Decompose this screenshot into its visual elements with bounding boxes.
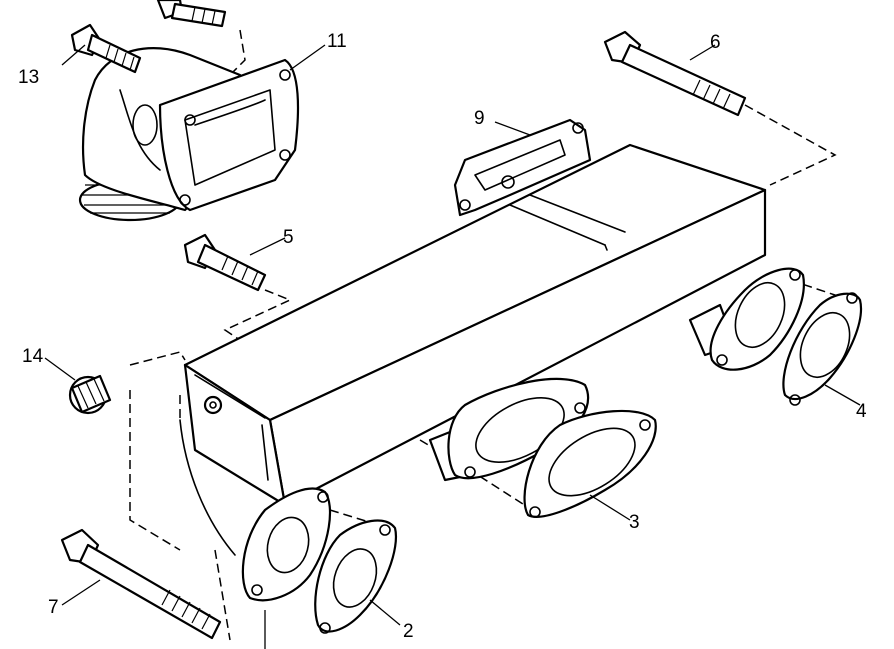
callout-14: 14 — [22, 346, 44, 367]
outlet-elbow-11 — [78, 47, 300, 222]
plug-14 — [68, 374, 112, 415]
callout-6: 6 — [710, 32, 721, 53]
callout-2: 2 — [403, 621, 414, 642]
manifold-port-flange-right — [709, 267, 805, 371]
manifold-port-flange-left — [241, 487, 332, 602]
bolt-13 — [70, 23, 142, 74]
bolt-7 — [60, 528, 222, 640]
callout-3: 3 — [629, 512, 640, 533]
exhaust-manifold-body — [179, 143, 767, 556]
callout-13: 13 — [18, 67, 39, 88]
callout-7: 7 — [48, 597, 59, 618]
callout-4: 4 — [856, 401, 867, 422]
callout-9: 9 — [474, 108, 485, 129]
gasket-2 — [314, 519, 397, 634]
callout-11: 11 — [327, 31, 347, 52]
callout-5: 5 — [283, 227, 294, 248]
gasket-4 — [782, 292, 863, 406]
bolt-5 — [183, 233, 267, 292]
bolt-top — [156, 0, 227, 28]
callout-leader-lines — [44, 44, 861, 649]
gasket-9 — [453, 118, 592, 217]
gasket-3 — [523, 409, 657, 518]
bolt-6 — [603, 30, 747, 117]
callout-labels: 2 3 4 5 6 7 9 11 13 14 — [18, 31, 867, 642]
